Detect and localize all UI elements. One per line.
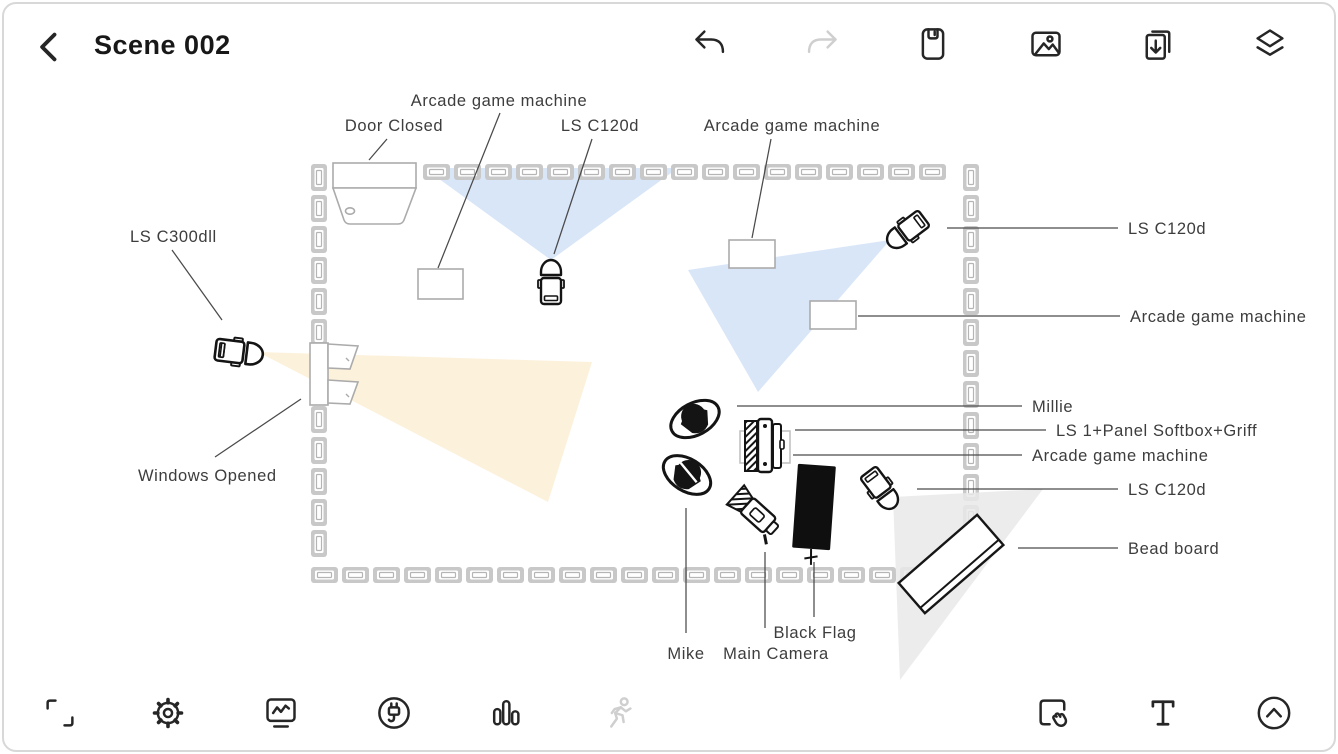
label-ls-c300dll: LS C300dll bbox=[130, 228, 217, 246]
runner-icon bbox=[610, 697, 632, 728]
label-main-camera: Main Camera bbox=[723, 645, 829, 663]
person-mike[interactable] bbox=[654, 446, 720, 504]
arcade-machine-top-right[interactable] bbox=[728, 239, 776, 269]
power-button[interactable] bbox=[372, 691, 416, 735]
expand-icon bbox=[46, 699, 74, 727]
undo-icon bbox=[695, 30, 725, 54]
redo-button[interactable] bbox=[800, 22, 844, 66]
label-black-flag: Black Flag bbox=[773, 624, 856, 642]
door-closed[interactable] bbox=[331, 162, 418, 225]
stats-button[interactable] bbox=[484, 691, 528, 735]
image-icon bbox=[1031, 31, 1061, 57]
light-ls-c120d-top[interactable] bbox=[536, 258, 566, 306]
label-door-closed: Door Closed bbox=[345, 117, 443, 135]
label-arcade-right: Arcade game machine bbox=[1130, 308, 1307, 326]
select-tool-button[interactable] bbox=[1031, 691, 1075, 735]
settings-gear-icon bbox=[152, 697, 184, 729]
light-softbox-griff[interactable] bbox=[739, 417, 791, 474]
export-icon bbox=[1145, 30, 1171, 60]
leader-lines bbox=[171, 112, 1120, 633]
monitor-button[interactable] bbox=[259, 691, 303, 735]
bar-chart-icon bbox=[492, 699, 520, 726]
monitor-icon bbox=[266, 698, 296, 728]
arcade-machine-top-left[interactable] bbox=[417, 268, 464, 300]
text-tool-button[interactable] bbox=[1141, 691, 1185, 735]
animate-button[interactable] bbox=[596, 691, 640, 735]
light-cone-gray bbox=[893, 489, 1043, 680]
light-cone-blue-right bbox=[688, 240, 890, 392]
camera-main[interactable] bbox=[725, 483, 786, 545]
settings-button[interactable] bbox=[146, 691, 190, 735]
page-title: Scene 002 bbox=[94, 30, 231, 60]
person-millie[interactable] bbox=[663, 391, 727, 447]
export-button[interactable] bbox=[1136, 22, 1180, 66]
select-hand-icon bbox=[1039, 699, 1068, 727]
power-plug-icon bbox=[378, 697, 410, 729]
image-button[interactable] bbox=[1024, 22, 1068, 66]
label-mike: Mike bbox=[667, 645, 704, 663]
text-tool-icon bbox=[1151, 700, 1175, 726]
undo-button[interactable] bbox=[688, 22, 732, 66]
label-softbox: LS 1+Panel Softbox+Griff bbox=[1056, 422, 1257, 440]
label-windows-opened: Windows Opened bbox=[138, 467, 277, 485]
light-cone-blue-top bbox=[424, 168, 678, 260]
bead-board[interactable] bbox=[896, 513, 1006, 615]
save-button[interactable] bbox=[911, 22, 955, 66]
window-opened[interactable] bbox=[309, 342, 360, 406]
collapse-circle-icon bbox=[1257, 696, 1291, 730]
layers-button[interactable] bbox=[1248, 22, 1292, 66]
label-arcade-center: Arcade game machine bbox=[1032, 447, 1209, 465]
arcade-machine-right[interactable] bbox=[809, 300, 857, 330]
light-ls-c300dll[interactable] bbox=[212, 334, 266, 371]
label-ls-c120d-right: LS C120d bbox=[1128, 220, 1206, 238]
item-labels: Arcade game machine Door Closed LS C120d… bbox=[130, 92, 1307, 663]
light-cone-yellow bbox=[258, 352, 592, 502]
back-button[interactable] bbox=[28, 25, 72, 69]
layers-icon bbox=[1256, 29, 1284, 56]
light-ls-c120d-right[interactable] bbox=[879, 206, 933, 257]
label-bead-board: Bead board bbox=[1128, 540, 1219, 558]
label-arcade-top-right: Arcade game machine bbox=[704, 117, 881, 135]
redo-icon bbox=[807, 30, 837, 54]
save-icon bbox=[921, 28, 945, 60]
expand-canvas-button[interactable] bbox=[38, 691, 82, 735]
back-icon bbox=[40, 32, 57, 62]
label-ls-c120d-bottom: LS C120d bbox=[1128, 481, 1206, 499]
label-ls-c120d-top: LS C120d bbox=[561, 117, 639, 135]
flag-black[interactable] bbox=[791, 463, 836, 566]
collapse-toolbar-button[interactable] bbox=[1252, 691, 1296, 735]
label-arcade-top-left: Arcade game machine bbox=[411, 92, 588, 110]
label-millie: Millie bbox=[1032, 398, 1073, 416]
